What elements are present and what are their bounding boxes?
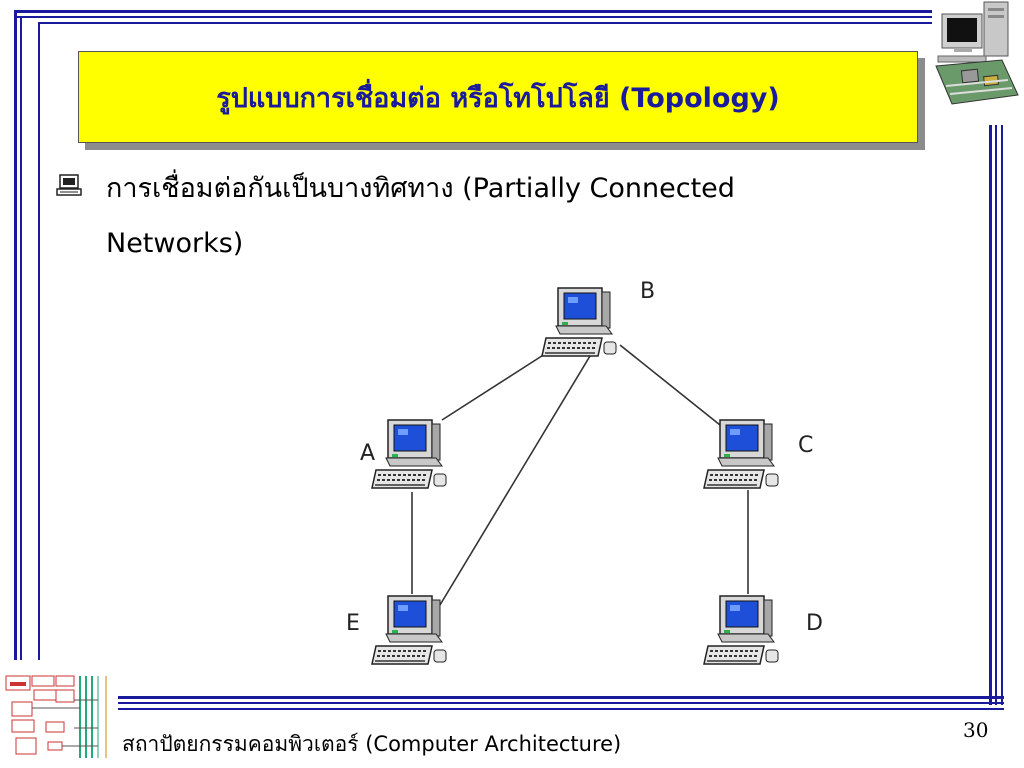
link-b-e (439, 355, 591, 606)
frame-line-top-1 (14, 10, 932, 13)
node-d: D (703, 595, 823, 665)
node-label-d: D (806, 611, 823, 636)
frame-line-right-1 (989, 125, 992, 705)
frame-line-top-2 (14, 16, 932, 18)
frame-line-right-2 (995, 125, 997, 705)
node-e: E (346, 595, 447, 665)
frame-line-bottom-1 (118, 696, 1004, 699)
computer-workstation-icon (371, 595, 447, 665)
page-number: 30 (963, 718, 989, 742)
computer-bullet-icon (56, 174, 82, 196)
node-b: B (541, 279, 655, 357)
frame-line-right-3 (1001, 125, 1003, 705)
frame-line-bottom-2 (118, 702, 1004, 704)
frame-line-left-2 (20, 16, 22, 660)
frame-line-left-3 (38, 22, 40, 660)
computer-workstation-icon (541, 287, 617, 357)
node-label-e: E (346, 611, 360, 636)
link-b-c (619, 344, 721, 426)
node-a: A (360, 419, 447, 489)
node-label-a: A (360, 441, 375, 466)
node-label-b: B (640, 279, 655, 304)
node-label-c: C (798, 433, 813, 458)
link-a-b (441, 351, 549, 421)
footer-text: สถาปัตยกรรมคอมพิวเตอร์ (Computer Archite… (122, 732, 622, 756)
node-c: C (703, 419, 813, 489)
slide-title-box: รูปแบบการเชื่อมต่อ หรือโทโปโลยี (Topolog… (78, 51, 918, 143)
desktop-computer-icon (935, 1, 1019, 105)
frame-line-left-1 (14, 10, 17, 660)
computer-workstation-icon (703, 419, 779, 489)
architecture-diagram-icon (5, 675, 107, 758)
slide-title: รูปแบบการเชื่อมต่อ หรือโทโปโลยี (Topolog… (216, 82, 780, 114)
computer-workstation-icon (703, 595, 779, 665)
frame-line-bottom-3 (118, 708, 1004, 710)
bullet-text-line1: การเชื่อมต่อกันเป็นบางทิศทาง (Partially … (106, 173, 735, 204)
bullet-text-line2: Networks) (106, 228, 244, 259)
computer-workstation-icon (371, 419, 447, 489)
frame-line-top-3 (38, 22, 932, 24)
